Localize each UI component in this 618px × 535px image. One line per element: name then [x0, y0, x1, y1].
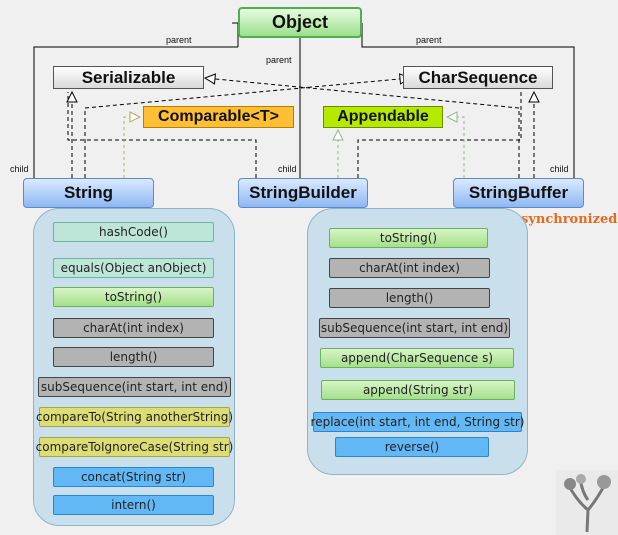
- builder-method: length(): [329, 288, 490, 308]
- string-method: length(): [53, 347, 214, 367]
- buffer-appendable-link: [447, 117, 465, 178]
- builder-method: append(CharSequence s): [320, 348, 514, 368]
- string-method: concat(String str): [53, 467, 214, 487]
- string-method: compareTo(String anotherString): [36, 407, 233, 427]
- builder-method: reverse(): [335, 437, 489, 457]
- string-method: charAt(int index): [53, 318, 214, 338]
- parent-label-middle: parent: [266, 55, 292, 65]
- builder-serializable-link: [67, 92, 257, 178]
- tree-logo: [556, 470, 618, 535]
- string-method: toString(): [53, 287, 214, 307]
- appendable-node: Appendable: [323, 106, 443, 128]
- parent-line-buffer-path: [361, 23, 575, 178]
- buffer-serializable-link: [205, 78, 520, 178]
- string-method: hashCode(): [53, 222, 214, 242]
- comparable-node: Comparable<T>: [143, 106, 294, 128]
- synchronized-annotation: synchronized: [521, 212, 618, 227]
- builder-method: replace(int start, int end, String str): [311, 412, 524, 432]
- child-label-right: child: [550, 164, 569, 174]
- builder-method: charAt(int index): [329, 258, 490, 278]
- object-node: Object: [238, 7, 362, 38]
- parent-line-string-path: [33, 23, 239, 178]
- stringbuilder-node: StringBuilder: [238, 178, 368, 208]
- parent-label-right: parent: [416, 35, 442, 45]
- charsequence-node: CharSequence: [403, 66, 553, 89]
- string-method: equals(Object anObject): [53, 258, 214, 278]
- child-label-middle: child: [278, 164, 297, 174]
- builder-charsequence-link: [357, 92, 522, 178]
- builder-method: toString(): [329, 228, 488, 248]
- stringbuilder-methods-group: [307, 208, 528, 475]
- serializable-node: Serializable: [53, 66, 204, 89]
- string-method: subSequence(int start, int end): [38, 377, 231, 397]
- string-method: compareToIgnoreCase(String str): [36, 437, 233, 457]
- string-method: intern(): [53, 495, 214, 515]
- string-charsequence-link: [84, 78, 410, 178]
- parent-label-left: parent: [166, 35, 192, 45]
- string-comparable-link: [123, 117, 140, 178]
- string-node: String: [23, 178, 154, 208]
- builder-method: subSequence(int start, int end): [319, 318, 510, 338]
- child-label-left: child: [10, 164, 29, 174]
- builder-method: append(String str): [321, 380, 515, 400]
- stringbuffer-node: StringBuffer: [453, 178, 584, 208]
